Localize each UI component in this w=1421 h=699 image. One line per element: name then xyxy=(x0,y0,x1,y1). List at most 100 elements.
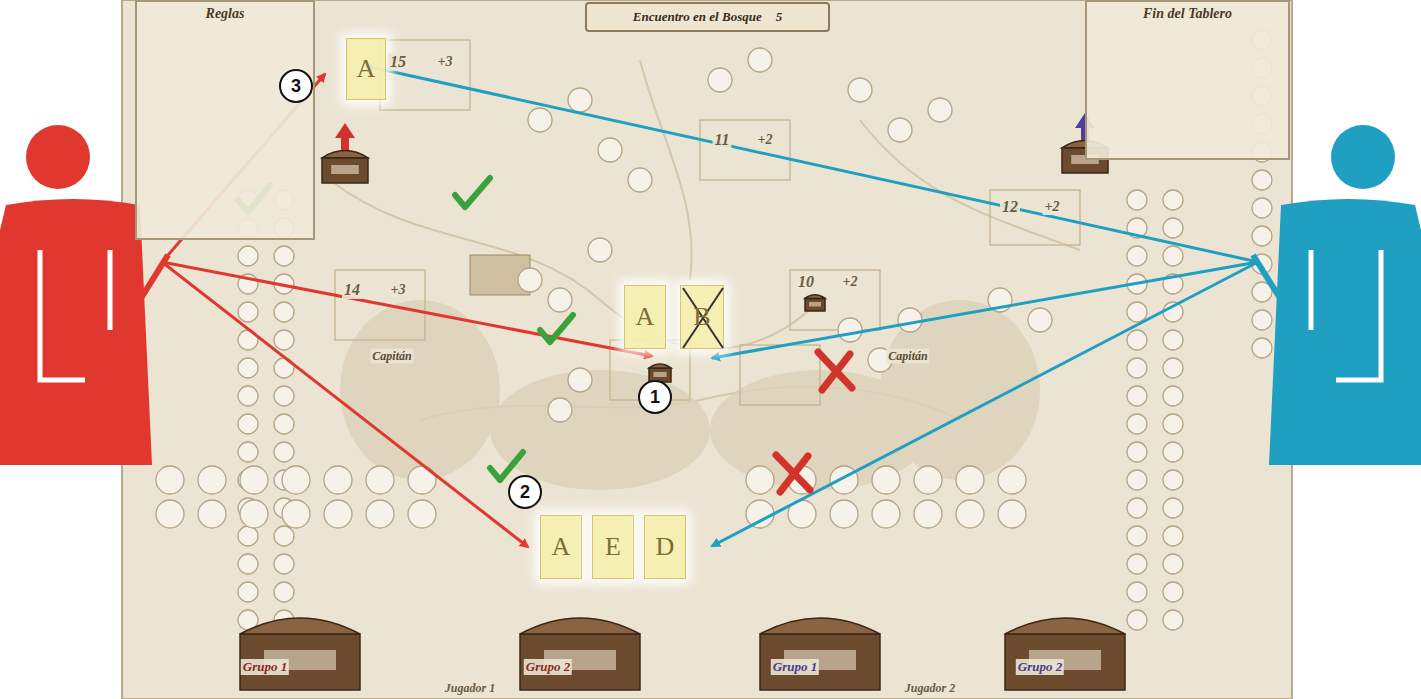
track-space xyxy=(408,500,436,528)
track-space xyxy=(366,500,394,528)
callout-number: 2 xyxy=(520,482,530,503)
track-space xyxy=(1163,442,1183,462)
track-space xyxy=(1127,554,1147,574)
track-space xyxy=(238,386,258,406)
track-space xyxy=(956,500,984,528)
chest-icon xyxy=(520,618,640,690)
track-space xyxy=(238,358,258,378)
track-space xyxy=(628,168,652,192)
board-label: 12 xyxy=(1000,198,1020,216)
track-space xyxy=(598,138,622,162)
track-space xyxy=(240,466,268,494)
board-label: Grupo 2 xyxy=(1016,659,1064,675)
board-label: 11 xyxy=(712,131,731,149)
callout-number: 3 xyxy=(291,76,301,97)
track-space xyxy=(518,268,542,292)
track-space xyxy=(282,466,310,494)
track-space xyxy=(274,442,294,462)
track-space xyxy=(898,308,922,332)
track-space xyxy=(1252,198,1272,218)
board-label: Grupo 2 xyxy=(524,659,572,675)
track-space xyxy=(1127,330,1147,350)
track-space xyxy=(324,500,352,528)
track-space xyxy=(198,500,226,528)
track-space xyxy=(1163,246,1183,266)
track-space xyxy=(848,78,872,102)
track-space xyxy=(708,68,732,92)
track-space xyxy=(274,302,294,322)
track-space xyxy=(1028,308,1052,332)
card-letter: D xyxy=(656,532,675,562)
track-space xyxy=(1163,470,1183,490)
card-letter: E xyxy=(605,532,621,562)
chest-icon xyxy=(240,618,360,690)
track-space xyxy=(1163,498,1183,518)
track-space xyxy=(1163,526,1183,546)
track-space xyxy=(274,386,294,406)
callout-number: 1 xyxy=(638,380,672,414)
track-space xyxy=(1252,170,1272,190)
track-space xyxy=(1127,386,1147,406)
track-space xyxy=(198,466,226,494)
track-space xyxy=(1127,302,1147,322)
track-space xyxy=(1252,338,1272,358)
track-space xyxy=(1127,190,1147,210)
track-space xyxy=(238,442,258,462)
letter-card: A xyxy=(540,515,582,579)
board-label: +2 xyxy=(1043,199,1062,215)
track-space xyxy=(568,368,592,392)
track-space xyxy=(1127,414,1147,434)
track-space xyxy=(1163,414,1183,434)
track-space xyxy=(156,466,184,494)
track-space xyxy=(914,466,942,494)
track-space xyxy=(1163,610,1183,630)
track-space xyxy=(1127,358,1147,378)
track-space xyxy=(324,466,352,494)
track-space xyxy=(548,398,572,422)
end-panel: Fin del Tablero xyxy=(1085,0,1290,160)
board-label: +3 xyxy=(436,54,455,70)
track-space xyxy=(1127,246,1147,266)
track-space xyxy=(748,48,772,72)
letter-card: A xyxy=(346,38,386,100)
panel-heading: Reglas xyxy=(206,6,245,22)
track-space xyxy=(568,88,592,112)
board-label: Capitán xyxy=(370,349,413,364)
track-space xyxy=(1127,526,1147,546)
track-space xyxy=(1163,554,1183,574)
chest-icon xyxy=(760,618,880,690)
track-space xyxy=(998,500,1026,528)
track-space xyxy=(830,466,858,494)
panel-heading: Encuentro en el Bosque xyxy=(633,9,762,25)
track-space xyxy=(830,500,858,528)
track-space xyxy=(888,118,912,142)
track-space xyxy=(238,414,258,434)
board-label: +3 xyxy=(389,282,408,298)
blue-player xyxy=(1253,125,1421,465)
track-space xyxy=(998,466,1026,494)
track-space xyxy=(274,414,294,434)
chest-icon xyxy=(1005,618,1125,690)
track-space xyxy=(1127,610,1147,630)
letter-card: D xyxy=(644,515,686,579)
track-space xyxy=(274,526,294,546)
board-label: Jugador 1 xyxy=(443,681,497,696)
letter-card: E xyxy=(592,515,634,579)
track-space xyxy=(240,500,268,528)
title-banner: Encuentro en el Bosque5 xyxy=(585,2,830,32)
track-space xyxy=(366,466,394,494)
board-label: 14 xyxy=(342,281,362,299)
chest-icon xyxy=(805,295,825,311)
track-space xyxy=(1163,582,1183,602)
track-space xyxy=(238,246,258,266)
track-space xyxy=(238,302,258,322)
card-letter: A xyxy=(552,532,571,562)
letter-card: B xyxy=(680,285,724,349)
panel-heading: Fin del Tablero xyxy=(1143,6,1232,22)
board-label: 15 xyxy=(388,53,408,71)
track-space xyxy=(238,582,258,602)
track-space xyxy=(746,500,774,528)
track-space xyxy=(274,330,294,350)
track-space xyxy=(914,500,942,528)
